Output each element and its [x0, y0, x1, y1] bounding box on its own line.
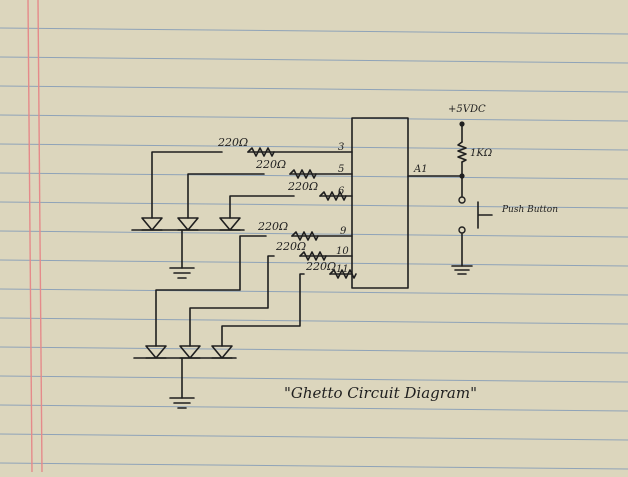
pin-5-label: 5 [338, 164, 344, 175]
resistor-4-label: 220Ω [257, 220, 288, 233]
ruled-line [0, 375, 628, 383]
resistor-5-label: 220Ω [275, 240, 306, 253]
ruled-line [0, 317, 628, 325]
ruled-line [0, 346, 628, 354]
resistor-3-symbol [319, 191, 347, 201]
wire-r5-to-led-5 [189, 255, 275, 347]
ruled-line [0, 27, 628, 35]
ruled-line [0, 172, 628, 180]
wire-r3-to-led-3 [229, 195, 295, 219]
resistor-2-symbol [289, 169, 317, 179]
ruled-line [0, 114, 628, 122]
ground-symbol-3 [451, 265, 473, 275]
ground-symbol-2 [169, 397, 195, 409]
pin-10-label: 10 [336, 246, 349, 257]
supply-label: +5VDC [448, 104, 486, 115]
resistor-6-symbol [329, 269, 357, 279]
push-button-actuator [477, 201, 493, 229]
margin-line-right [37, 0, 43, 473]
push-button-label: Push Button [501, 205, 558, 215]
microcontroller-box [351, 117, 409, 289]
pin-3-label: 3 [338, 142, 344, 153]
ruled-line [0, 404, 628, 412]
wire-r6-to-led-6 [221, 273, 305, 347]
pin-a1-label: A1 [413, 164, 428, 175]
pullup-resistor-label: 1KΩ [470, 148, 492, 159]
ruled-line [0, 56, 628, 64]
ruled-lines [0, 27, 628, 470]
wire-r4-to-led-4 [155, 235, 267, 347]
resistor-4-symbol [291, 231, 319, 241]
ruled-line [0, 143, 628, 151]
wire-r2-to-led-2 [187, 173, 265, 219]
ruled-line [0, 462, 628, 470]
a1-junction-node [459, 173, 465, 179]
margin-line-left [27, 0, 33, 473]
resistor-6-label: 220Ω [305, 260, 336, 273]
ruled-line [0, 259, 628, 267]
switch-contact-top [458, 196, 466, 204]
resistor-2-label: 220Ω [255, 158, 286, 171]
wire-r1-to-led-1 [151, 151, 223, 219]
resistor-3-label: 220Ω [287, 180, 318, 193]
resistor-1-label: 220Ω [217, 136, 248, 149]
pin-11-label: 11 [336, 264, 349, 275]
ground-symbol-1 [169, 267, 195, 279]
resistor-5-symbol [299, 251, 327, 261]
switch-contact-bottom [458, 226, 466, 234]
ruled-line [0, 230, 628, 238]
pin-9-label: 9 [340, 226, 347, 237]
ruled-line [0, 288, 628, 296]
ruled-line [0, 85, 628, 93]
diagram-caption: "Ghetto Circuit Diagram" [284, 384, 477, 402]
ruled-line [0, 201, 628, 209]
pin-6-label: 6 [338, 186, 345, 197]
pullup-resistor-symbol [457, 141, 467, 163]
supply-node [459, 121, 465, 127]
ruled-line [0, 433, 628, 441]
resistor-1-symbol [247, 147, 275, 157]
